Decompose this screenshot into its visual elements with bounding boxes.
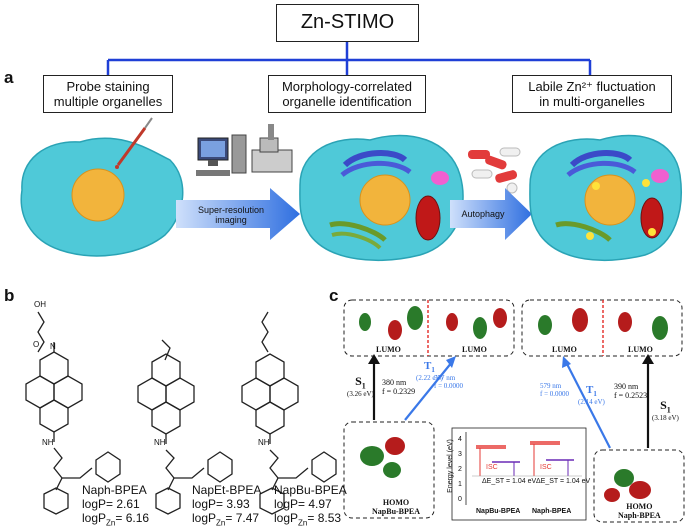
right-t1-values: 579 nm f = 0.0000 (540, 382, 570, 398)
title-box: Zn-STIMO (276, 4, 419, 42)
probe-staining-box: Probe staining multiple organelles (43, 75, 173, 113)
energy-diagram (465, 432, 582, 505)
compound-3-logp: logP= 4.97 (274, 497, 332, 511)
molecule-napet-bpea (137, 339, 233, 515)
atom-o-1: O (33, 340, 40, 349)
inset-delta-right: ΔE_ST = 1.04 eV (536, 478, 591, 485)
compound-2-name: NapEt-BPEA (192, 483, 262, 497)
compound-3-logpzn: logPZn= 8.53 (274, 511, 342, 528)
inset-delta-left: ΔE_ST = 1.04 eV (482, 478, 537, 485)
panel-a-letter: a (4, 68, 14, 87)
inset-isc-1: ISC (486, 464, 498, 471)
left-t1-values: 557 nm f = 0.0000 (434, 374, 464, 390)
atom-nh-2: NH (154, 438, 166, 447)
box3-line2: in multi-organelles (539, 94, 645, 109)
oh-label: OH (34, 300, 46, 309)
cell-1 (20, 117, 184, 257)
right-t1-label: T1 (2.14 eV) (578, 384, 605, 407)
orbital-blobs (359, 306, 668, 502)
lumo-label-4: LUMO (628, 345, 653, 354)
inset-name-1: NapBu-BPEA (476, 508, 521, 515)
zn-fluctuation-box: Labile Zn²⁺ fluctuation in multi-organel… (512, 75, 672, 113)
box1-line1: Probe staining (66, 79, 150, 94)
morphology-box: Morphology-correlated organelle identifi… (268, 75, 426, 113)
compound-2-logp: logP= 3.93 (192, 497, 250, 511)
homo-left: HOMO NapBu-BPEA (372, 498, 421, 516)
compound-2-text: NapEt-BPEA logP= 3.93 logPZn= 7.47 (192, 483, 261, 530)
panel-c-graphics (343, 299, 685, 523)
lumo-label-2: LUMO (462, 345, 487, 354)
arrow1-line2: imaging (215, 215, 247, 225)
homo-right: HOMO Naph-BPEA (618, 502, 661, 520)
structures (25, 311, 337, 515)
microscope-icon (196, 124, 293, 176)
panel-b-letter: b (4, 286, 15, 305)
compound-1-logpzn: logPZn= 6.16 (82, 511, 150, 528)
compound-1-text: Naph-BPEA logP= 2.61 logPZn= 6.16 (82, 483, 149, 530)
inset-ylabel: Energy level (eV) (446, 439, 454, 493)
title: Zn-STIMO (300, 11, 395, 33)
left-s1-label: S1 (3.26 eV) (347, 374, 374, 399)
inset-isc-2: ISC (540, 464, 552, 471)
atom-nh-3: NH (258, 438, 270, 447)
right-s1-label: S1 (3.18 eV) (652, 398, 679, 423)
cell-3 (529, 134, 682, 261)
compound-3-text: NapBu-BPEA logP= 4.97 logPZn= 8.53 (274, 483, 347, 530)
molecule-naph-bpea (25, 311, 121, 515)
pills-icon (468, 147, 521, 194)
box2-line2: organelle identification (282, 94, 412, 109)
panel-c-letter: c (329, 286, 339, 305)
compound-3-name: NapBu-BPEA (274, 483, 347, 497)
autophagy-arrow (450, 188, 532, 240)
arrow2-label: Autophagy (461, 209, 505, 219)
compound-1-logp: logP= 2.61 (82, 497, 140, 511)
atom-n-1: N (50, 342, 56, 351)
lumo-label-1: LUMO (376, 345, 401, 354)
compound-2-logpzn: logPZn= 7.47 (192, 511, 260, 528)
left-t1-label: T1 (2.22 eV) (416, 360, 443, 383)
super-resolution-arrow (176, 188, 300, 240)
box1-line2: multiple organelles (53, 94, 163, 109)
compound-1-name: Naph-BPEA (82, 483, 147, 497)
inset-yticks: 4 3 2 1 0 (458, 436, 462, 503)
cell-2 (299, 134, 464, 262)
inset-name-2: Naph-BPEA (532, 508, 572, 515)
arrow1-line1: Super-resolution (197, 205, 265, 215)
arrow1-label: Super-resolution imaging (186, 205, 276, 225)
right-s1-values: 390 nm f = 0.2523 (614, 382, 648, 400)
left-s1-values: 380 nm f = 0.2329 (382, 378, 416, 396)
box3-line1: Labile Zn²⁺ fluctuation (528, 79, 656, 94)
molecule-napbu-bpea (241, 311, 337, 515)
box2-line1: Morphology-correlated (281, 79, 413, 94)
lumo-label-3: LUMO (552, 345, 577, 354)
atom-nh-1: NH (42, 438, 54, 447)
